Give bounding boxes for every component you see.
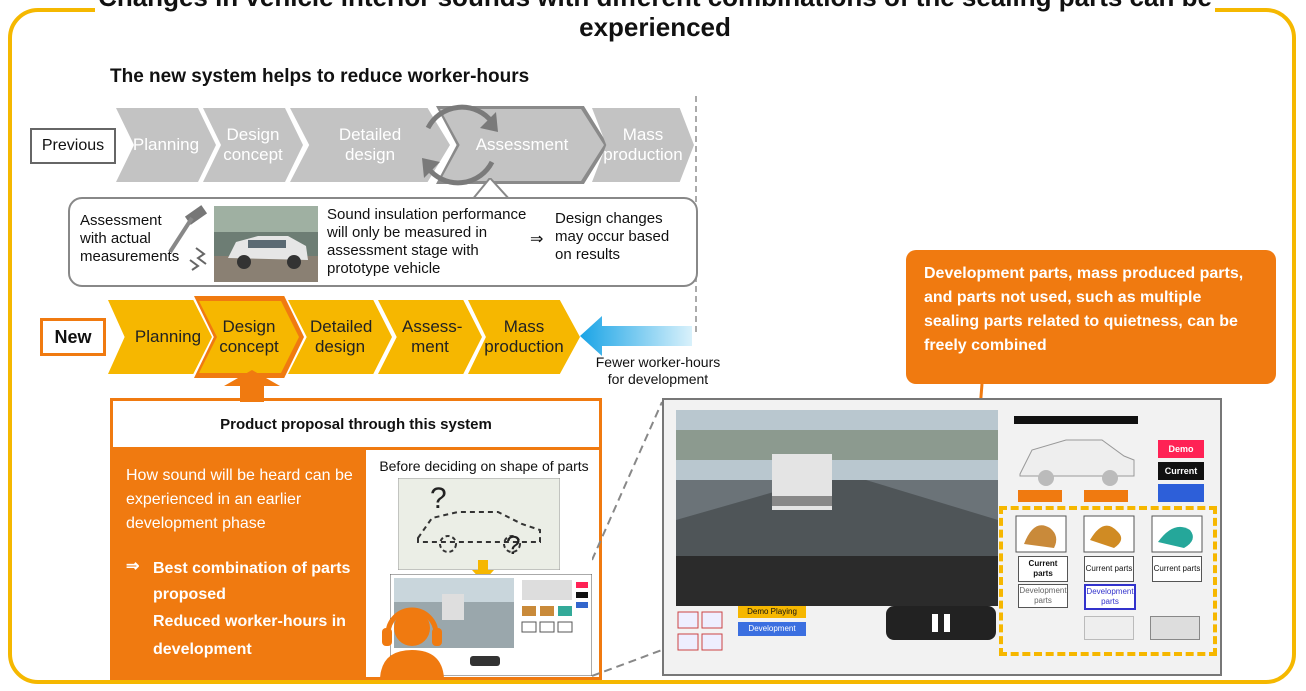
new-step-design-concept: Design concept (199, 301, 299, 373)
previous-step-mass-production: Mass production (592, 108, 694, 182)
svg-text:?: ? (506, 530, 520, 560)
sealing-parts-images (1015, 515, 1203, 553)
note-box: Development parts, mass produced parts, … (906, 250, 1276, 384)
thumbnail-icons (677, 611, 723, 651)
page-title: Changes in vehicle interior sounds with … (98, 0, 1212, 42)
title-background (95, 0, 1215, 48)
step-label: Assessment (475, 135, 569, 154)
car-diagram-image (1014, 416, 1138, 486)
not-used-button-2[interactable] (1150, 616, 1200, 640)
current-button[interactable]: Current (1158, 462, 1204, 480)
development-parts-2[interactable]: Development parts (1084, 584, 1136, 610)
step-label: Planning (132, 135, 200, 154)
subtitle: The new system helps to reduce worker-ho… (110, 66, 530, 87)
proposal-text: How sound will be heard can be experienc… (126, 467, 353, 532)
proposal-panel (110, 398, 602, 680)
left-select-button[interactable] (1018, 490, 1062, 502)
step-label: Assess- ment (402, 317, 463, 356)
new-step-mass-production: Mass production (468, 300, 580, 374)
previous-label: Previous (30, 128, 116, 164)
svg-text:?: ? (430, 482, 447, 515)
fewer-hours-label: Fewer worker-hours for development (595, 354, 721, 387)
step-label: Detailed design (310, 317, 373, 356)
hammer-icon (168, 205, 208, 271)
previous-step-detailed-design: Detailed design (290, 108, 450, 182)
pause-icon (932, 614, 950, 632)
not-used-button-1[interactable] (1084, 616, 1134, 640)
development-parts-1[interactable]: Development parts (1018, 584, 1068, 608)
step-label: Mass production (603, 125, 683, 164)
step-label: Design concept (219, 317, 279, 356)
test-vehicle-image (214, 206, 318, 282)
demo-button[interactable]: Demo (1158, 440, 1204, 458)
development-button[interactable]: Development (738, 622, 806, 636)
right-select-button[interactable] (1084, 490, 1128, 502)
development-mode-button[interactable] (1158, 484, 1204, 502)
zoom-lines (592, 401, 663, 677)
proposal-arrow: ⇒ (126, 558, 140, 575)
step-label: Detailed design (338, 125, 402, 164)
callout-arrow: ⇒ (530, 231, 544, 248)
car-sketch-icon: ? ? (398, 478, 560, 570)
new-label: New (40, 318, 106, 356)
new-step-planning: Planning (108, 300, 212, 374)
mode-label (1158, 414, 1204, 438)
proposal-bullet-2: Reduced worker-hours in development (153, 613, 346, 658)
up-arrow-icon (224, 370, 280, 402)
headphone-person-icon (380, 607, 444, 678)
parts-selection-outline (999, 506, 1217, 656)
down-arrow-icon (472, 560, 494, 582)
proposal-orange-area (113, 450, 366, 677)
callout-text: Sound insulation performance will only b… (327, 206, 527, 277)
pause-button[interactable] (886, 606, 996, 640)
current-parts-1[interactable]: Current parts (1018, 556, 1068, 582)
step-label: Mass production (484, 317, 564, 356)
current-parts-3[interactable]: Current parts (1152, 556, 1202, 582)
callout-box (68, 197, 698, 287)
current-parts-2[interactable]: Current parts (1084, 556, 1134, 582)
step-label: Planning (134, 327, 202, 346)
callout-result: Design changes may occur based on result… (555, 210, 670, 263)
step-label: Design concept (223, 125, 283, 164)
proposal-header: Product proposal through this system (113, 401, 599, 450)
demo-playing-badge: Demo Playing (738, 606, 806, 618)
loop-arrows-icon (422, 104, 498, 186)
previous-step-assessment: Assessment (440, 109, 604, 181)
before-deciding-label: Before deciding on shape of parts (379, 458, 589, 474)
road-video (676, 410, 998, 606)
assessment-label: Assessment with actual measurements (80, 212, 180, 265)
proposal-bullet-1: Best combination of parts proposed (153, 560, 351, 603)
blue-arrow-icon (580, 316, 692, 356)
